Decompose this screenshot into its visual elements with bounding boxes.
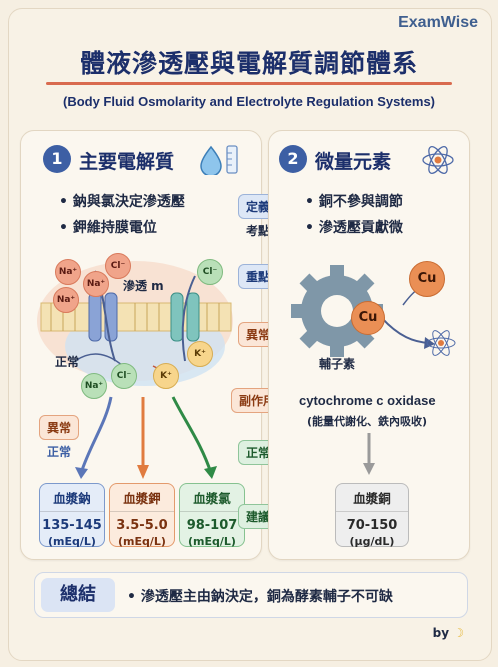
plasma-sodium-box: 血漿鈉 135-145 (mEq/L): [39, 483, 105, 548]
plasma-copper-box: 血漿銅 70-150 (µg/dL): [335, 483, 409, 548]
box-name: 血漿氯: [180, 484, 244, 512]
sodium-ion: Na⁺: [81, 373, 107, 399]
section-heading: 微量元素: [315, 151, 392, 173]
atom-icon: [422, 146, 454, 174]
plasma-potassium-box: 血漿鉀 3.5-5.0 (mEq/L): [109, 483, 175, 548]
sodium-ion: Na⁺: [53, 287, 79, 313]
box-name: 血漿鉀: [110, 484, 174, 512]
box-name: 血漿銅: [336, 484, 408, 512]
exam-point-label: 考點: [246, 224, 271, 238]
section-number: 2: [279, 145, 307, 173]
box-unit: (mEq/L): [118, 535, 166, 548]
box-unit: (µg/dL): [349, 535, 395, 548]
normal-label: 正常: [55, 355, 80, 369]
enzyme-name: cytochrome c oxidase: [299, 393, 436, 408]
section-number: 1: [43, 145, 71, 173]
panel-trace-elements: 2 微量元素 • 銅不參與調節 • 滲透壓貢獻微 Cu Cu: [268, 130, 470, 560]
panel-major-electrolytes: 1 主要電解質 • 鈉與氯決定滲透壓 • 鉀維持膜電位 Na⁺ Cl⁻ Na⁺ …: [20, 130, 262, 560]
byline-text: by: [432, 626, 450, 640]
box-range: 3.5-5.0: [116, 518, 168, 533]
bullet-item: • 銅不參與調節: [305, 194, 403, 210]
water-drop-icon: [200, 145, 238, 175]
chloride-ion: Cl⁻: [197, 259, 223, 285]
box-unit: (mEq/L): [188, 535, 236, 548]
page-subtitle: (Body Fluid Osmolarity and Electrolyte R…: [62, 94, 436, 109]
bullet-item: • 鈉與氯決定滲透壓: [59, 194, 185, 210]
sodium-ion: Na⁺: [55, 259, 81, 285]
title-underline: [46, 82, 452, 85]
box-range: 135-145: [42, 518, 102, 533]
brand-logo: ExamWise: [398, 14, 478, 31]
copper-ion-large: Cu: [409, 261, 445, 297]
down-arrow: [363, 433, 375, 475]
page-title: 體液滲透壓與電解質調節體系: [79, 49, 418, 78]
potassium-ion: K⁺: [153, 363, 179, 389]
summary-label: 總結: [41, 578, 115, 612]
byline: by ☽: [433, 626, 464, 640]
summary-bar: 總結 • 滲透壓主由鈉決定，銅為酵素輔子不可缺: [34, 572, 468, 618]
chloride-ion: Cl⁻: [111, 363, 137, 389]
plasma-chloride-box: 血漿氯 98-107 (mEq/L): [179, 483, 245, 548]
copper-ion-bound: Cu: [351, 301, 385, 335]
section-heading: 主要電解質: [79, 151, 175, 173]
box-range: 98-107: [186, 518, 238, 533]
cofactor-label: 輔子素: [319, 357, 356, 371]
box-range: 70-150: [346, 518, 398, 533]
summary-text: • 滲透壓主由鈉決定，銅為酵素輔子不可缺: [127, 589, 393, 605]
potassium-ion: K⁺: [187, 341, 213, 367]
osmosis-label: 滲透 m: [123, 279, 164, 293]
box-name: 血漿鈉: [40, 484, 104, 512]
bullet-item: • 滲透壓貢獻微: [305, 220, 403, 236]
chloride-ion: Cl⁻: [105, 253, 131, 279]
banana-icon: ☽: [453, 626, 464, 640]
abnormal-tag: 異常: [39, 415, 80, 440]
flow-arrows: [75, 396, 217, 479]
bullet-item: • 鉀維持膜電位: [59, 220, 157, 236]
box-unit: (mEq/L): [48, 535, 96, 548]
sodium-ion: Na⁺: [83, 271, 109, 297]
enzyme-note: (能量代謝化、鉄內吸收): [307, 415, 428, 428]
normal-sub-label: 正常: [47, 445, 72, 459]
